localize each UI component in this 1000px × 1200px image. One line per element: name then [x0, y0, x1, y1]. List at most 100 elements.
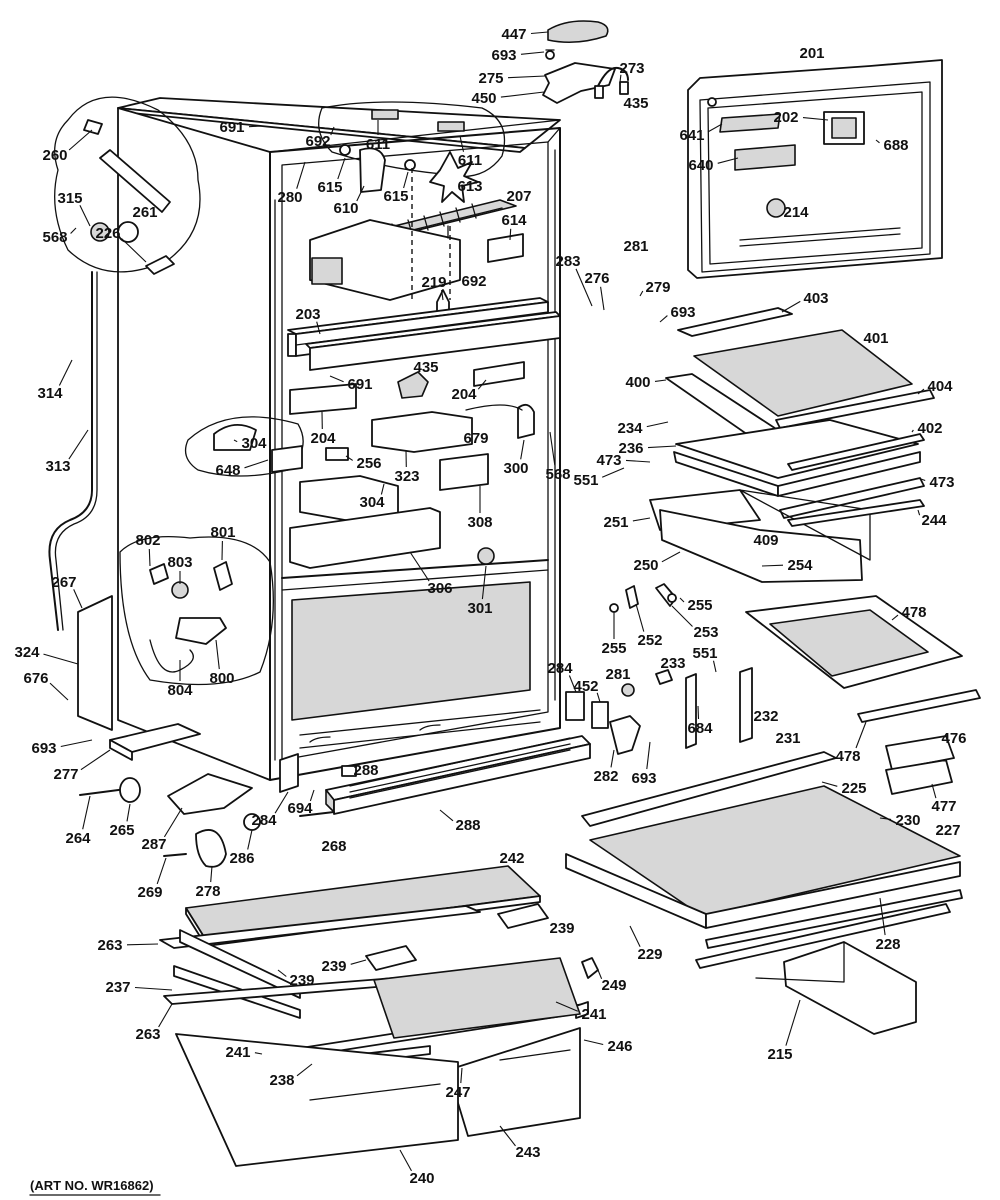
leader-line-260	[68, 129, 93, 151]
callout-label-304: 304	[359, 494, 385, 511]
callout-label-239: 239	[321, 958, 346, 975]
callout-label-313: 313	[45, 458, 70, 475]
leader-line-691	[248, 125, 263, 128]
leader-line-264	[82, 795, 91, 830]
callout-label-230: 230	[895, 812, 920, 829]
leader-line-230	[879, 817, 892, 820]
callout-label-241: 241	[225, 1044, 250, 1061]
callout-label-693: 693	[31, 740, 56, 757]
callout-label-238: 238	[269, 1072, 294, 1089]
callout-label-226: 226	[95, 225, 120, 242]
callout-label-204: 204	[451, 386, 477, 403]
leader-line-676	[49, 682, 69, 701]
callout-label-203: 203	[295, 306, 320, 323]
callout-label-240: 240	[409, 1170, 434, 1187]
callout-label-234: 234	[617, 420, 643, 437]
callout-label-473: 473	[929, 474, 954, 491]
leader-line-246	[583, 1039, 604, 1046]
callout-label-239: 239	[289, 972, 314, 989]
leader-line-255	[679, 597, 685, 603]
leader-line-478	[891, 614, 899, 621]
leader-line-568	[70, 227, 77, 234]
leader-line-611	[459, 135, 465, 152]
leader-line-243	[499, 1125, 516, 1147]
callout-label-201: 201	[799, 45, 824, 62]
callout-label-225: 225	[841, 780, 866, 797]
leader-line-282	[610, 749, 615, 768]
leader-line-403	[781, 300, 801, 313]
freezer-door-liner	[687, 59, 943, 279]
leader-line-263	[126, 943, 159, 946]
leader-line-286	[247, 829, 253, 850]
callout-label-452: 452	[573, 678, 598, 695]
kick-plate-grille	[325, 735, 591, 815]
leader-line-283	[575, 268, 593, 307]
callout-label-214: 214	[783, 204, 809, 221]
callout-label-308: 308	[467, 514, 492, 531]
callout-label-314: 314	[37, 385, 63, 402]
callout-label-804: 804	[167, 682, 193, 699]
leader-line-256	[345, 455, 354, 461]
callout-label-273: 273	[619, 60, 644, 77]
callout-label-275: 275	[478, 70, 503, 87]
leader-line-306	[409, 551, 430, 582]
leader-line-203	[316, 321, 321, 335]
callout-label-401: 401	[863, 330, 888, 347]
leader-line-324	[43, 653, 79, 665]
callout-label-241: 241	[581, 1006, 606, 1023]
leader-line-452	[596, 692, 601, 703]
callout-label-260: 260	[42, 147, 67, 164]
freezer-controls	[309, 101, 524, 315]
callout-label-801: 801	[210, 524, 235, 541]
leader-line-610	[356, 185, 365, 202]
callout-label-614: 614	[501, 212, 527, 229]
callout-label-239: 239	[549, 920, 574, 937]
leader-line-400	[654, 379, 667, 382]
leader-line-279	[639, 290, 644, 297]
lower-shelves	[565, 595, 981, 1035]
callout-label-610: 610	[333, 200, 358, 217]
leader-line-648	[244, 459, 269, 469]
leader-line-551	[712, 660, 717, 673]
leader-line-219	[441, 289, 444, 301]
roller-assembly	[79, 753, 335, 868]
leader-line-241	[555, 1001, 579, 1012]
callout-label-611: 611	[366, 136, 390, 153]
leader-line-269	[156, 857, 167, 885]
callout-label-261: 261	[132, 204, 157, 221]
leader-line-314	[58, 359, 73, 386]
leader-line-478	[855, 721, 867, 749]
leader-line-640	[717, 157, 739, 164]
shelf-guide-lines	[411, 168, 451, 300]
leader-line-800	[215, 639, 220, 670]
callout-label-693: 693	[670, 304, 695, 321]
leader-line-226	[121, 238, 147, 263]
callout-label-252: 252	[637, 632, 662, 649]
callout-label-215: 215	[767, 1046, 792, 1063]
callout-label-219: 219	[421, 274, 446, 291]
leader-lines	[43, 31, 937, 1172]
leader-line-694	[309, 789, 315, 802]
callout-label-276: 276	[584, 270, 609, 287]
callout-label-404: 404	[927, 378, 953, 395]
leader-line-252	[635, 603, 645, 632]
callout-label-478: 478	[835, 748, 860, 765]
leader-line-688	[875, 139, 880, 144]
callout-label-688: 688	[883, 137, 908, 154]
callout-label-691: 691	[219, 119, 244, 136]
callout-label-400: 400	[625, 374, 650, 391]
leader-line-287	[163, 807, 183, 838]
callout-label-250: 250	[633, 557, 658, 574]
callout-label-306: 306	[427, 580, 452, 597]
callout-label-692: 692	[461, 273, 486, 290]
leader-line-473	[917, 477, 926, 482]
callout-label-435: 435	[413, 359, 438, 376]
leader-line-693	[60, 739, 93, 748]
callout-label-279: 279	[645, 279, 670, 296]
leader-line-615	[337, 157, 346, 180]
leader-line-277	[80, 749, 111, 771]
leader-line-204	[477, 379, 487, 390]
callout-label-227: 227	[935, 822, 960, 839]
